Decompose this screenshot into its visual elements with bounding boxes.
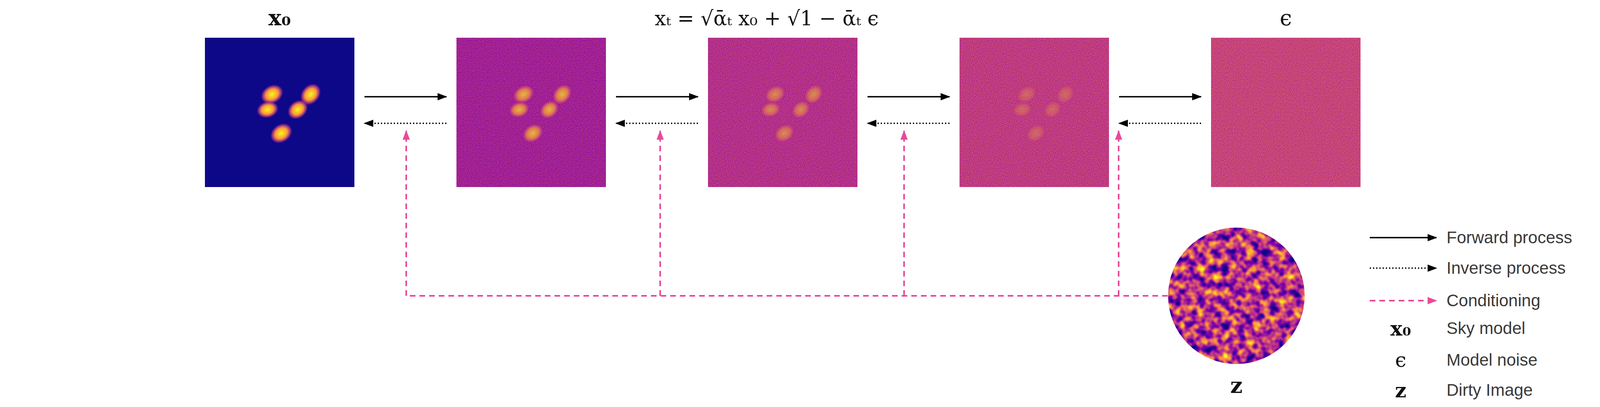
forward-arrow: [615, 96, 698, 98]
conditioning-arrow: [405, 130, 408, 297]
legend-text: Dirty Image: [1446, 381, 1533, 400]
node-heading: z: [1230, 374, 1243, 398]
legend-symbol: x₀: [1390, 317, 1412, 340]
conditioning-trunk: [406, 295, 1168, 297]
inverse-arrow: [1119, 122, 1202, 125]
noise-field: [456, 37, 606, 188]
image-background: [204, 37, 355, 188]
legend-text: Model noise: [1446, 351, 1538, 370]
noise-field: [1211, 37, 1361, 188]
forward-arrow: [364, 96, 447, 98]
inverse-arrow: [615, 122, 698, 125]
legend-inverse-sample: [1369, 267, 1437, 270]
inverse-arrow: [867, 122, 950, 125]
node-heading: xₜ = √ᾱₜ x₀ + √1 − ᾱₜ ϵ: [654, 7, 879, 30]
legend-symbol: z: [1395, 379, 1407, 402]
dirty-image-field: [1168, 227, 1305, 365]
noisy-image: [959, 37, 1109, 188]
legend-text: Conditioning: [1446, 291, 1541, 311]
legend-text: Inverse process: [1446, 259, 1566, 278]
conditioning-lines: [406, 130, 1168, 297]
legend-text: Sky model: [1446, 319, 1526, 338]
legend-forward-sample: [1369, 237, 1437, 239]
noise-field: [707, 37, 858, 188]
source-blobs: [254, 79, 326, 148]
source-blobs: [1009, 79, 1081, 148]
legend-conditioning-sample: [1369, 300, 1437, 302]
image-panel: ϵ: [1211, 37, 1361, 188]
noise-image: [1211, 37, 1361, 188]
legend-symbol: ϵ: [1395, 349, 1407, 372]
dirty-image-circle: z: [1168, 227, 1305, 365]
noisy-image: [707, 37, 858, 188]
node-heading: ϵ: [1279, 6, 1292, 30]
source-blobs: [506, 79, 577, 148]
legend-text: Forward process: [1446, 228, 1573, 248]
conditioning-arrow: [1117, 130, 1120, 297]
circle-outline: [1168, 227, 1305, 365]
image-panel: [959, 37, 1109, 188]
noisy-image: [456, 37, 606, 188]
inverse-arrow: [364, 122, 447, 125]
forward-arrow: [867, 96, 950, 98]
dirty-image: [1168, 227, 1305, 365]
noise-field: [959, 37, 1109, 188]
conditioning-arrow: [659, 130, 661, 297]
sky-model-image: [204, 37, 355, 188]
source-blobs: [757, 79, 829, 148]
conditioning-arrow: [903, 130, 905, 297]
forward-arrow: [1119, 96, 1202, 98]
image-panel: xₜ = √ᾱₜ x₀ + √1 − ᾱₜ ϵ: [707, 37, 858, 188]
image-panel: [456, 37, 606, 188]
node-heading: x₀: [268, 6, 291, 30]
image-panel: x₀: [204, 37, 355, 188]
circle-outline-shape: [1168, 228, 1305, 365]
